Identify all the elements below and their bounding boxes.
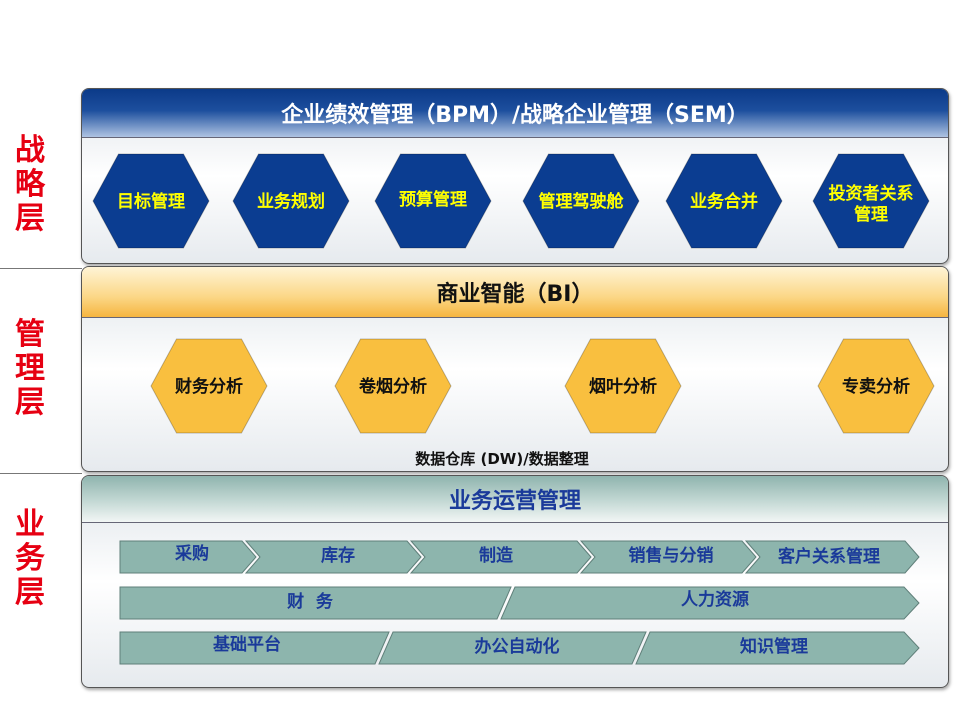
layer-divider <box>0 268 82 269</box>
hex-label-investor-relations: 投资者关系 <box>829 183 914 204</box>
strategy-hexagon <box>92 153 210 249</box>
process-chevron <box>244 540 422 574</box>
layer-label-management: 管理层 <box>15 317 45 420</box>
process-office-automation: 办公自动化 <box>475 636 560 657</box>
data-warehouse-caption: 数据仓库 (DW)/数据整理 <box>415 450 588 468</box>
process-bar <box>119 631 390 665</box>
bi-hexagon <box>334 338 452 434</box>
process-chevron <box>744 540 920 574</box>
hex-label-business-consolidation: 业务合并 <box>690 191 758 212</box>
process-knowledge-management: 知识管理 <box>739 636 808 657</box>
bi-panel: 商业智能（BI） 财务分析 卷烟分析 烟叶分析 专卖分析 数据仓库 (DW)/数… <box>81 266 949 472</box>
process-crm: 客户关系管理 <box>777 546 880 567</box>
hex-label-goal-management: 目标管理 <box>117 191 185 212</box>
process-chevron <box>579 540 757 574</box>
process-human-resources: 人力资源 <box>681 589 749 610</box>
bi-hexagon <box>564 338 682 434</box>
strategy-hexagon <box>665 153 783 249</box>
bi-hexagon <box>817 338 935 434</box>
strategy-panel: 企业绩效管理（BPM）/战略企业管理（SEM） 目标管理 业务规划 预算管理 管… <box>81 88 949 264</box>
hex-label-budget-management: 预算管理 <box>399 189 467 210</box>
hex-label-management-cockpit: 管理驾驶舱 <box>539 191 625 212</box>
layer-label-strategy: 战略层 <box>15 133 45 236</box>
process-chevron <box>119 540 257 574</box>
bi-hexagon <box>150 338 268 434</box>
bi-hexagons: 财务分析 卷烟分析 烟叶分析 专卖分析 数据仓库 (DW)/数据整理 <box>150 338 935 468</box>
strategy-hexagon <box>812 153 930 249</box>
process-bar <box>119 586 512 620</box>
hex-label-business-planning: 业务规划 <box>257 191 325 212</box>
strategy-hexagon <box>522 153 640 249</box>
layer-divider <box>0 473 82 474</box>
process-bars: 采购 库存 制造 销售与分销 客户关系管理 财 务 人力资源 基础平台 办公自动… <box>119 540 920 665</box>
strategy-hexagon <box>232 153 350 249</box>
operations-panel: 业务运营管理 采购 库存 制造 销售与分销 客户关系管理 财 务 人力资源 基础… <box>81 475 949 688</box>
hex-label-cigarette-analysis: 卷烟分析 <box>358 376 427 397</box>
process-bar <box>378 631 647 665</box>
process-procurement: 采购 <box>174 543 209 564</box>
process-bar <box>635 631 920 665</box>
hex-label-financial-analysis: 财务分析 <box>174 376 243 397</box>
process-sales-distribution: 销售与分销 <box>629 545 714 566</box>
strategy-hexagons: 目标管理 业务规划 预算管理 管理驾驶舱 业务合并 投资者关系 管理 <box>92 153 930 249</box>
process-manufacturing: 制造 <box>479 545 514 566</box>
process-inventory: 库存 <box>321 545 355 566</box>
process-infrastructure: 基础平台 <box>212 634 281 655</box>
hex-label-investor-relations-line2: 管理 <box>854 204 888 225</box>
layer-label-operations: 业务层 <box>15 507 45 610</box>
hex-label-tobacco-leaf-analysis: 烟叶分析 <box>589 376 657 397</box>
process-finance: 财 务 <box>286 591 334 612</box>
hex-label-monopoly-analysis: 专卖分析 <box>842 376 910 397</box>
bi-panel-title: 商业智能（BI） <box>82 267 948 318</box>
strategy-hexagon <box>374 153 492 249</box>
operations-panel-title: 业务运营管理 <box>82 476 948 523</box>
process-chevron <box>409 540 592 574</box>
strategy-panel-title: 企业绩效管理（BPM）/战略企业管理（SEM） <box>82 89 948 138</box>
process-bar <box>500 586 920 620</box>
